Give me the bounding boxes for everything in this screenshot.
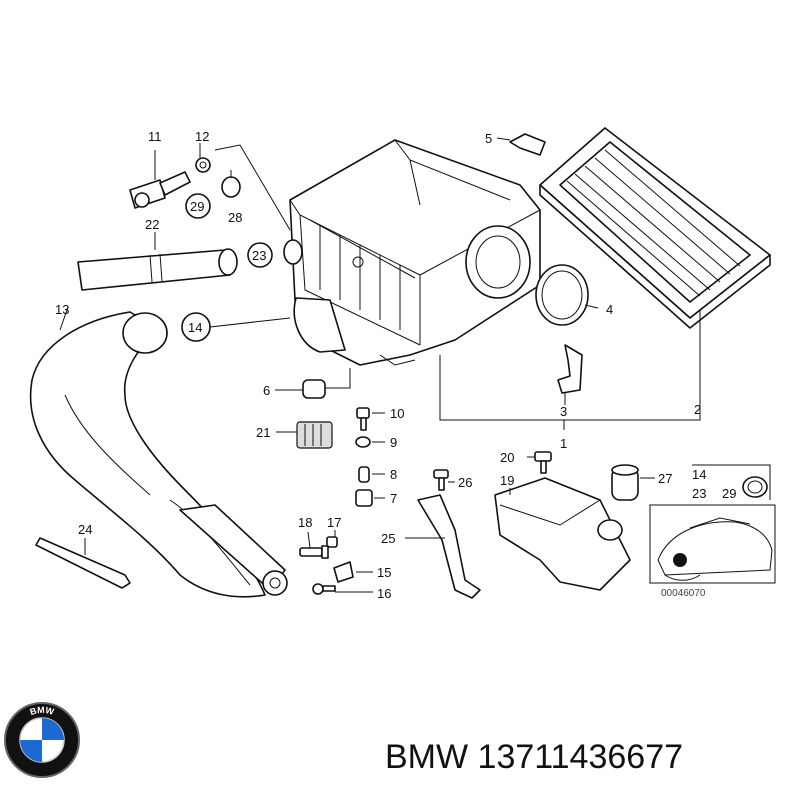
callout-28: 28: [228, 210, 242, 225]
callout-8: 8: [390, 467, 397, 482]
inset-callout-23: 23: [692, 486, 706, 501]
callout-26: 26: [458, 475, 472, 490]
callout-1: 1: [560, 436, 567, 451]
air-filter-housing-part: [283, 139, 541, 366]
callout-19: 19: [500, 473, 514, 488]
callout-20: 20: [500, 450, 514, 465]
callout-23: 23: [252, 248, 266, 263]
bmw-logo: BMW: [4, 702, 80, 778]
callout-6: 6: [263, 383, 270, 398]
cable-tie-part: [35, 537, 131, 589]
hose-clamp-part: [742, 476, 768, 498]
callout-2: 2: [694, 402, 701, 417]
callout-16: 16: [377, 586, 391, 601]
callout-4: 4: [606, 302, 613, 317]
callout-10: 10: [390, 406, 404, 421]
bracket-part: [417, 494, 481, 599]
callout-5: 5: [485, 131, 492, 146]
resonator-part: [494, 477, 631, 591]
seal-ring-part: [535, 264, 589, 326]
intake-duct-part: [29, 311, 288, 598]
callout-22: 22: [145, 217, 159, 232]
callout-9: 9: [390, 435, 397, 450]
leader-lines: [59, 137, 771, 593]
callout-29-circle: [185, 193, 211, 219]
callout-24: 24: [78, 522, 92, 537]
rubber-cap-part: [611, 464, 639, 501]
inset-callout-29: 29: [722, 486, 736, 501]
callout-13: 13: [55, 302, 69, 317]
small-parts: [296, 379, 552, 595]
clamp-part: [557, 344, 583, 394]
o-ring-part: [195, 157, 211, 173]
callout-7: 7: [390, 491, 397, 506]
callout-15: 15: [377, 565, 391, 580]
callout-3: 3: [560, 404, 567, 419]
logo-text: BMW: [29, 705, 56, 717]
inset-car-location: [649, 504, 776, 584]
diagram-code: 00046070: [661, 588, 706, 599]
intake-pipe-part: [77, 248, 238, 291]
part-number-caption: BMW 13711436677: [385, 738, 684, 776]
callout-17: 17: [327, 515, 341, 530]
callout-14-circle: [181, 312, 211, 342]
location-dot-icon: [673, 553, 687, 567]
callout-27: 27: [658, 471, 672, 486]
grommet-part: [221, 176, 241, 198]
callout-21: 21: [256, 425, 270, 440]
callout-11: 11: [148, 129, 162, 144]
callout-labels: 11 12 29 28 22 23 13 14 5 4 3 2 1 6 21 1…: [55, 129, 736, 601]
callout-18: 18: [298, 515, 312, 530]
callout-23-circle: [247, 242, 273, 268]
callout-29: 29: [190, 199, 204, 214]
callout-12: 12: [195, 129, 209, 144]
air-filter-element-part: [539, 127, 771, 329]
callout-25: 25: [381, 531, 395, 546]
inset-callout-14: 14: [692, 467, 706, 482]
clip-part: [509, 133, 546, 156]
temperature-sensor-part: [129, 171, 191, 209]
callout-14: 14: [188, 320, 202, 335]
